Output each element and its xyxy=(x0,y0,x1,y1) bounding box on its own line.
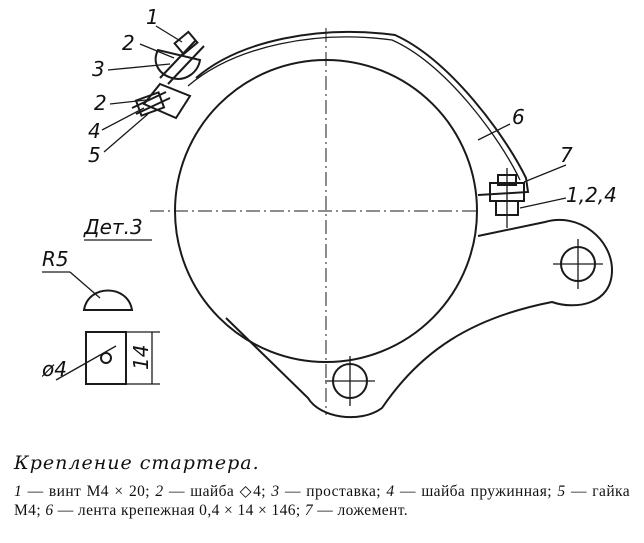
legend-num: 6 xyxy=(45,502,54,519)
callout-2-mid: 2 xyxy=(94,91,107,115)
nut-lower xyxy=(134,91,166,117)
detail-profile xyxy=(82,289,134,311)
legend-num: 7 xyxy=(304,502,314,519)
callout-3: 3 xyxy=(92,57,105,81)
legend-text: — ложемент. xyxy=(313,502,409,519)
callout-1-top: 1 xyxy=(146,5,159,29)
callout-7: 7 xyxy=(560,143,573,167)
height-label: 14 xyxy=(129,345,153,370)
caption-legend: 1 — винт М4 × 20; 2 — шайба ◇4; 3 — прос… xyxy=(14,482,630,520)
bolt-head-top xyxy=(173,30,199,56)
legend-num: 1 xyxy=(14,483,23,500)
detail-plan xyxy=(85,331,127,385)
spacer-part-3 xyxy=(154,48,202,80)
legend-text: — винт М4 × 20; xyxy=(22,483,156,500)
mounting-bracket xyxy=(225,219,614,419)
callout-4: 4 xyxy=(88,119,101,143)
callout-2-top: 2 xyxy=(122,31,135,55)
detail-label: Дет.3 xyxy=(83,215,143,239)
legend-num: 2 xyxy=(155,483,164,500)
legend-text: — шайба ◇4; xyxy=(163,483,272,500)
starter-mount-drawing: 1 2 3 2 4 5 6 7 1,2,4 Дет.3 R5 ø4 14 xyxy=(41,5,617,419)
legend-text: — лента крепежная 0,4 × 14 × 146; xyxy=(53,502,305,519)
callout-6: 6 xyxy=(512,105,525,129)
hole-diameter-label: ø4 xyxy=(41,357,67,381)
legend-num: 3 xyxy=(271,483,280,500)
legend-text: — гайка М4; xyxy=(14,483,630,519)
callout-1-2-4: 1,2,4 xyxy=(566,183,617,207)
figure-caption: Крепление стартера. 1 — винт М4 × 20; 2 … xyxy=(14,452,630,520)
fastening-strap xyxy=(195,30,530,196)
caption-title: Крепление стартера. xyxy=(14,452,260,474)
callout-5: 5 xyxy=(88,143,101,167)
detail-hole xyxy=(100,352,112,364)
legend-text: — проставка; xyxy=(279,483,387,500)
legend-num: 5 xyxy=(557,483,566,500)
legend-num: 4 xyxy=(386,483,395,500)
radius-label: R5 xyxy=(42,247,69,271)
legend-text: — шайба пружинная; xyxy=(394,483,558,500)
